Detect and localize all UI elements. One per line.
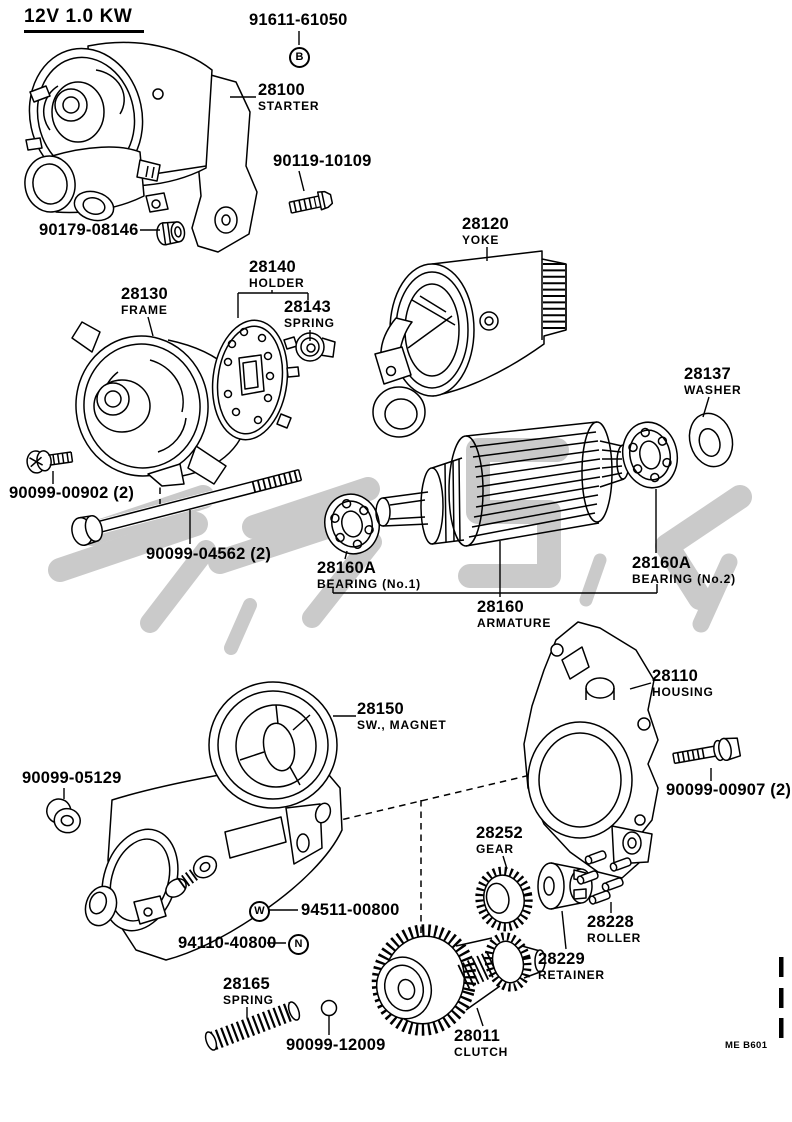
brush-spring-drawing [295,332,336,362]
part-number: 90099-05129 [22,769,122,787]
part-name: SPRING [223,992,274,1007]
grommet-drawing [46,798,81,834]
part-label-94110-40800: 94110-40800 [178,935,277,952]
part-number: 28160 [477,598,524,616]
part-label-90099-12009: 90099-12009 [286,1037,385,1054]
bearing-no2-drawing [621,421,679,489]
part-name: FRAME [121,302,168,317]
voltage-spec-title: 12V 1.0 KW [24,6,145,33]
bolt-symbol-b: B [289,47,310,68]
part-number: 28011 [454,1027,500,1045]
clutch-spring-drawing [204,1001,301,1051]
part-name: RETAINER [538,967,605,982]
part-name: HOUSING [652,684,714,699]
part-number: 91611-61050 [249,11,348,29]
part-number: 28229 [538,950,585,968]
nut-symbol-n: N [288,934,309,955]
housing-drawing [523,621,659,879]
bolt-90099-00907-drawing [672,737,742,765]
part-number: 90099-00902 (2) [9,484,135,502]
print-registration-marks [779,957,784,1038]
part-label-28143: 28143 SPRING [284,299,335,329]
part-label-28100: 28100 STARTER [258,82,319,112]
part-number: 28160A [317,559,376,577]
nut-90179-drawing [156,221,186,246]
part-name: ARMATURE [477,615,552,630]
part-name: HOLDER [249,275,305,290]
part-number: 28228 [587,913,634,931]
through-bolt-drawing [71,468,303,546]
part-number: 90119-10109 [273,152,372,170]
part-number: 28130 [121,285,168,303]
part-label-28229: 28229 RETAINER [538,951,605,981]
part-label-28137: 28137 WASHER [684,366,741,396]
clutch-drawing [371,924,546,1036]
part-number: 90099-04562 (2) [146,545,272,563]
part-name: BEARING (No.2) [632,571,736,586]
part-label-90099-04562: 90099-04562 (2) [146,546,271,563]
part-number: 90099-00907 (2) [666,781,792,799]
part-number: 28165 [223,975,270,993]
part-number: 28120 [462,215,509,233]
armature-drawing [375,421,630,547]
part-number: 90099-12009 [286,1036,386,1054]
sheet-code: ME B601 [725,1040,768,1051]
retainer-drawing [537,862,593,910]
part-number: 94511-00800 [301,901,400,919]
bearing-no1-drawing [324,493,380,555]
part-label-94511-00800: 94511-00800 [301,902,400,919]
bolt-90119-drawing [288,190,334,214]
part-name: STARTER [258,98,320,113]
part-label-91611-61050: 91611-61050 [249,12,348,29]
part-label-28160a-no1: 28160A BEARING (No.1) [317,560,421,590]
part-label-90119-10109: 90119-10109 [273,153,372,170]
part-label-90099-00907: 90099-00907 (2) [666,782,791,799]
part-number: 28140 [249,258,296,276]
part-label-28110: 28110 HOUSING [652,668,714,698]
part-number: 28100 [258,81,305,99]
part-name: ROLLER [587,930,642,945]
part-name: GEAR [476,841,514,856]
rollers-drawing [576,850,632,905]
brush-holder-drawing [211,319,300,441]
part-name: CLUTCH [454,1044,509,1059]
part-number: 28160A [632,554,691,572]
part-label-28228: 28228 ROLLER [587,914,641,944]
part-number: 28137 [684,365,731,383]
starter-assembly-drawing [24,41,258,253]
washer-symbol-w: W [249,901,270,922]
part-name: SPRING [284,315,335,330]
magnet-switch-drawing [84,681,343,961]
part-number: 90179-08146 [39,221,139,239]
part-label-28011: 28011 CLUTCH [454,1028,508,1058]
part-label-28140: 28140 HOLDER [249,259,304,289]
leader-lines [52,31,712,1035]
part-number: 94110-40800 [178,934,277,952]
part-label-28160: 28160 ARMATURE [477,599,551,629]
part-label-90099-05129: 90099-05129 [22,770,121,787]
part-number: 28110 [652,667,698,685]
part-name: YOKE [462,232,500,247]
part-number: 28143 [284,298,331,316]
ball-90099-12009-drawing [320,999,338,1017]
part-label-28252: 28252 GEAR [476,825,523,855]
part-label-28150: 28150 SW., MAGNET [357,701,446,731]
part-name: WASHER [684,382,742,397]
part-number: 28150 [357,700,404,718]
part-label-90099-00902: 90099-00902 (2) [9,485,134,502]
part-label-28160a-no2: 28160A BEARING (No.2) [632,555,736,585]
gear-drawing [475,866,533,932]
part-name: SW., MAGNET [357,717,447,732]
part-label-28165: 28165 SPRING [223,976,274,1006]
bolt-90099-00902-drawing [26,450,74,474]
part-name: BEARING (No.1) [317,576,421,591]
yoke-drawing [372,250,567,438]
part-label-90179-08146: 90179-08146 [39,222,138,239]
frame-drawing [71,321,249,487]
part-label-28130: 28130 FRAME [121,286,168,316]
washer-drawing [688,412,734,468]
part-number: 28252 [476,824,523,842]
part-label-28120: 28120 YOKE [462,216,509,246]
